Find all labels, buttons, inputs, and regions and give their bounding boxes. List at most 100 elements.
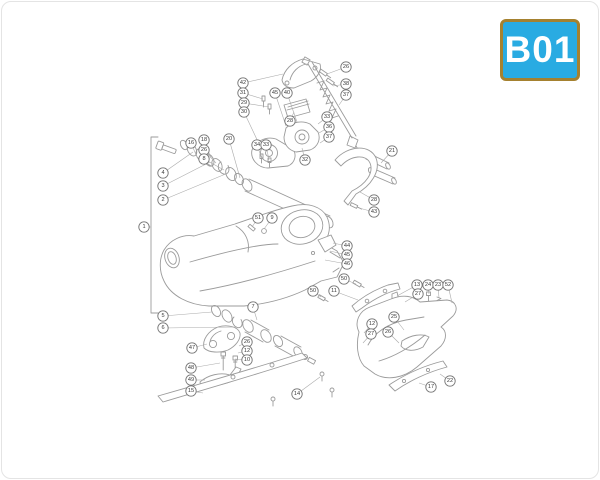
washer [221, 309, 233, 323]
svg-text:4: 4 [161, 170, 164, 176]
snap-ring [231, 316, 243, 329]
washer [225, 166, 237, 182]
leader-line-3 [162, 161, 211, 187]
callout-28: 28 [368, 194, 380, 206]
roller-bracket-upper [283, 121, 320, 153]
callout-31: 31 [237, 87, 249, 99]
small-bolt [267, 103, 272, 115]
callout-33: 33 [260, 139, 272, 151]
callout-47: 47 [186, 342, 198, 354]
callout-25: 25 [388, 311, 400, 323]
svg-text:42: 42 [240, 80, 246, 86]
svg-text:44: 44 [344, 243, 350, 249]
callout-46: 46 [341, 258, 353, 270]
pivot-bolt [155, 140, 177, 154]
callout-2: 2 [157, 194, 169, 206]
svg-text:7: 7 [251, 304, 254, 310]
slider-strip [351, 282, 401, 313]
callout-43: 43 [368, 206, 380, 218]
callout-24: 24 [422, 279, 434, 291]
svg-text:26: 26 [244, 339, 250, 345]
small-bolt [352, 279, 365, 288]
callout-11: 11 [328, 285, 340, 297]
svg-text:40: 40 [284, 90, 290, 96]
svg-text:32: 32 [302, 157, 308, 163]
svg-text:38: 38 [343, 81, 349, 87]
washer [210, 304, 222, 318]
svg-text:3: 3 [161, 183, 164, 189]
pivot-sleeve [242, 319, 272, 343]
callout-21: 21 [386, 145, 398, 157]
callout-28: 28 [284, 115, 296, 127]
callout-1: 1 [138, 221, 150, 233]
small-bolt [267, 157, 272, 168]
callout-18: 18 [198, 134, 210, 146]
svg-text:16: 16 [188, 140, 194, 146]
callout-6: 6 [157, 322, 169, 334]
svg-text:21: 21 [389, 148, 395, 154]
curved-guard [334, 147, 378, 206]
leader-line-20 [228, 138, 241, 179]
small-bolt [310, 250, 316, 256]
leader-line-4 [162, 151, 194, 174]
callout-4: 4 [157, 167, 169, 179]
group-bracket [150, 136, 159, 314]
small-bolt [261, 95, 266, 108]
swingarm-body [159, 204, 345, 307]
callout-37: 37 [323, 131, 335, 143]
washer [211, 158, 223, 172]
callout-3: 3 [157, 180, 169, 192]
callout-16: 16 [185, 137, 197, 149]
page-code-badge: B01 [500, 19, 580, 81]
upper-bracket [281, 58, 321, 89]
svg-text:43: 43 [371, 209, 377, 215]
callout-49: 49 [185, 374, 197, 386]
small-bolt [270, 396, 276, 407]
callout-8: 8 [198, 153, 210, 165]
leader-line-6 [162, 326, 238, 329]
callout-36: 36 [323, 121, 335, 133]
svg-text:33: 33 [263, 142, 269, 148]
svg-text:12: 12 [244, 348, 250, 354]
callout-38: 38 [340, 78, 352, 90]
callout-40: 40 [281, 87, 293, 99]
svg-text:11: 11 [331, 288, 337, 294]
svg-text:26: 26 [385, 329, 391, 335]
callout-30: 30 [238, 106, 250, 118]
svg-text:50: 50 [341, 276, 347, 282]
svg-text:52: 52 [445, 282, 451, 288]
svg-text:23: 23 [435, 282, 441, 288]
linkage-plate [203, 325, 241, 353]
callout-26: 26 [340, 61, 352, 73]
snap-ring [217, 161, 230, 175]
svg-text:5: 5 [161, 313, 164, 319]
callout-45: 45 [269, 87, 281, 99]
svg-text:27: 27 [415, 291, 421, 297]
callout-14: 14 [291, 388, 303, 400]
callout-5: 5 [157, 310, 169, 322]
callout-27: 27 [412, 288, 424, 300]
callout-10: 10 [241, 354, 253, 366]
callout-50: 50 [307, 285, 319, 297]
mud-flap [317, 234, 337, 253]
small-bolt [349, 202, 363, 210]
callout-52: 52 [442, 279, 454, 291]
svg-text:6: 6 [161, 325, 164, 331]
small-bolt [317, 294, 329, 302]
callout-12: 12 [366, 318, 378, 330]
leader-line-5 [162, 311, 213, 317]
callout-33: 33 [321, 111, 333, 123]
svg-text:27: 27 [368, 331, 374, 337]
svg-text:25: 25 [391, 314, 397, 320]
callout-32: 32 [299, 154, 311, 166]
svg-text:28: 28 [287, 118, 293, 124]
callout-23: 23 [432, 279, 444, 291]
svg-text:8: 8 [202, 156, 205, 162]
callout-42: 42 [237, 77, 249, 89]
guard-strip [388, 360, 448, 392]
svg-text:22: 22 [447, 378, 453, 384]
svg-text:34: 34 [254, 142, 260, 148]
